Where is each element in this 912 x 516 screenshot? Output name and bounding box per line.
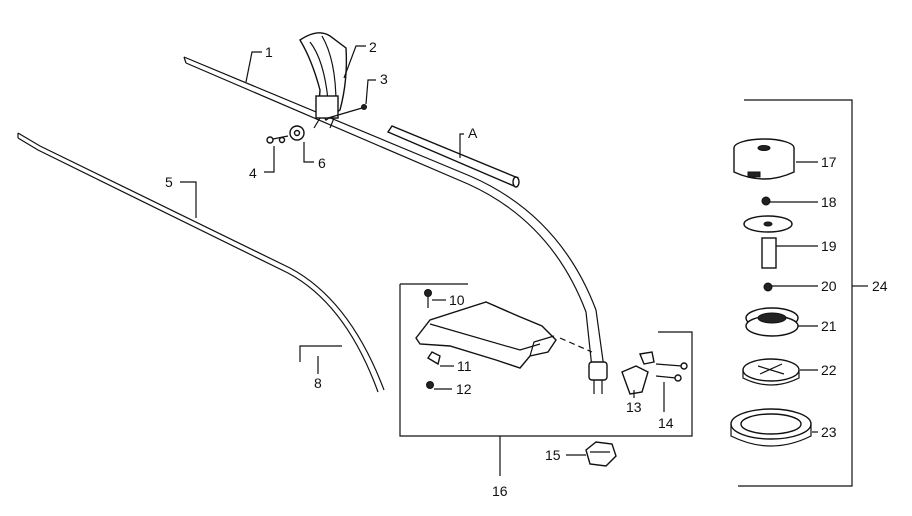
spool-cover-17 xyxy=(733,138,795,180)
bracket-24 xyxy=(738,99,868,487)
hub-22 xyxy=(742,358,800,386)
clamp-13 xyxy=(621,351,655,395)
label-16: 16 xyxy=(492,483,508,499)
handle xyxy=(299,32,348,129)
spring-20 xyxy=(763,282,773,292)
label-11: 11 xyxy=(457,358,472,374)
label-19: 19 xyxy=(821,238,837,254)
screw-10 xyxy=(424,289,432,308)
label-14: 14 xyxy=(658,415,674,431)
label-3: 3 xyxy=(380,71,388,87)
label-22: 22 xyxy=(821,362,837,378)
label-8: 8 xyxy=(314,375,322,391)
label-12: 12 xyxy=(456,381,472,397)
hex-key xyxy=(299,345,342,362)
spool-21 xyxy=(745,307,799,337)
label-6: 6 xyxy=(318,155,326,171)
label-24: 24 xyxy=(872,278,888,294)
label-10: 10 xyxy=(449,292,465,308)
drive-cable xyxy=(17,132,385,393)
label-15: 15 xyxy=(545,447,561,463)
leader-lines xyxy=(180,45,818,476)
nut-12 xyxy=(426,381,434,389)
screws-14 xyxy=(655,362,688,382)
label-21: 21 xyxy=(821,318,837,334)
plate-19 xyxy=(743,215,793,269)
ball-18 xyxy=(761,196,771,206)
bolt-4 xyxy=(266,135,289,144)
sleeve-a xyxy=(386,125,520,188)
label-13: 13 xyxy=(626,399,642,415)
nut-11 xyxy=(427,351,441,366)
label-20: 20 xyxy=(821,278,837,294)
label-2: 2 xyxy=(369,39,377,55)
label-18: 18 xyxy=(821,194,837,210)
label-1: 1 xyxy=(265,44,273,60)
washer-6 xyxy=(289,125,305,141)
label-17: 17 xyxy=(821,154,837,170)
ring-23 xyxy=(730,408,812,447)
guard xyxy=(415,301,593,369)
hex-nut-15 xyxy=(585,441,617,467)
label-a: A xyxy=(468,125,478,141)
guard-assembly-box xyxy=(399,283,693,437)
main-shaft xyxy=(183,56,608,394)
label-5: 5 xyxy=(165,174,173,190)
screw-3 xyxy=(327,104,367,119)
label-23: 23 xyxy=(821,424,837,440)
label-4: 4 xyxy=(249,165,257,181)
